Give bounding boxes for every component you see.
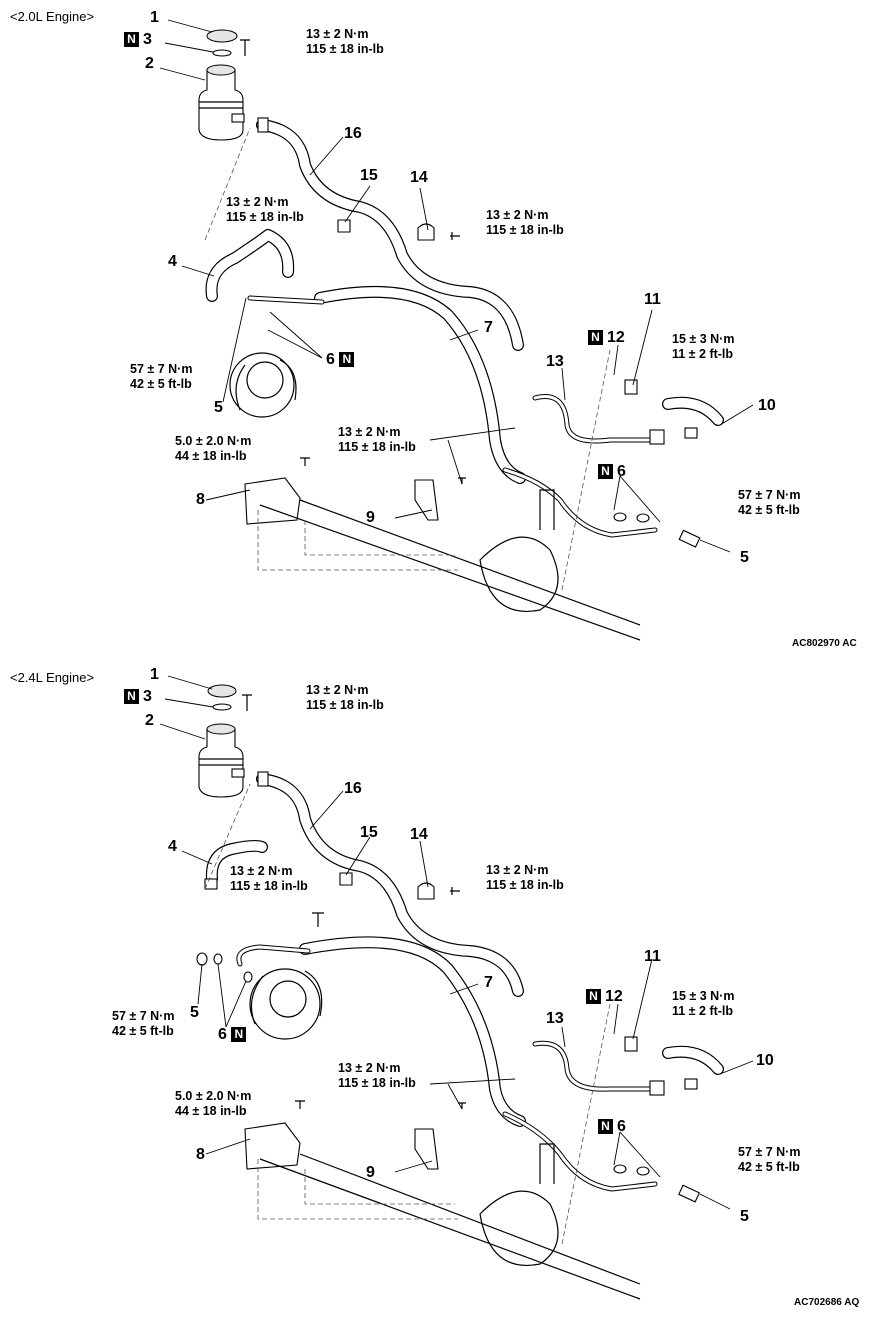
bracket-9: [414, 1128, 439, 1170]
o-ring: [212, 49, 232, 57]
hose-clamp: [257, 771, 269, 787]
part-number-2: 2: [145, 55, 154, 72]
non-reusable-badge: N: [586, 989, 601, 1004]
steering-gear: [259, 489, 641, 641]
part-number-4: 4: [168, 253, 177, 270]
part-number-11: 11: [644, 291, 661, 308]
part-number-2: 2: [145, 712, 154, 729]
union-bolt: [678, 529, 701, 548]
part-number-5-gear: 5: [740, 549, 749, 566]
part-number-15: 15: [360, 167, 378, 184]
figure-code: AC702686 AQ: [794, 1297, 860, 1308]
pressure-hose: [299, 936, 526, 1127]
heat-protector: [244, 477, 301, 525]
return-pipe: [532, 394, 653, 444]
part-number-6: 6 N: [326, 352, 358, 368]
part-number-16: 16: [344, 125, 362, 142]
hose-clamp: [257, 117, 269, 133]
part-number-8: 8: [196, 1146, 205, 1163]
part-number-1: 1: [150, 9, 159, 26]
part-number-11: 11: [644, 948, 661, 965]
eye-bolt: [624, 1036, 638, 1052]
part-number-13: 13: [546, 1010, 564, 1027]
clamp-15: [339, 872, 353, 886]
part-number-14: 14: [410, 826, 428, 843]
figure-code: AC802970 AC: [792, 638, 857, 649]
part-number-10: 10: [758, 397, 776, 414]
oil-pump: [229, 352, 297, 418]
o-ring: [212, 703, 232, 711]
clamp-14: [417, 223, 435, 241]
part-number-15: 15: [360, 824, 378, 841]
clamp-14: [417, 882, 435, 900]
non-reusable-badge: N: [588, 330, 603, 345]
reservoir-cap: [206, 29, 238, 43]
non-reusable-badge: N: [339, 352, 355, 367]
heat-protector: [244, 1122, 301, 1170]
engine-variant-title: <2.0L Engine>: [10, 9, 95, 24]
part-number-9: 9: [366, 1164, 375, 1181]
part-number-1: 1: [150, 666, 159, 683]
part-number-7: 7: [484, 974, 493, 991]
part-number-5: 5: [214, 399, 223, 416]
part-number-6: 6 N: [218, 1027, 250, 1043]
non-reusable-badge: N: [124, 32, 139, 47]
steering-gear: [259, 1143, 641, 1300]
eye-bolt: [624, 379, 638, 395]
part-number-8: 8: [196, 491, 205, 508]
part-number-16: 16: [344, 780, 362, 797]
oil-reservoir: [198, 723, 245, 798]
part-number-4: 4: [168, 838, 177, 855]
non-reusable-badge: N: [598, 1119, 613, 1134]
non-reusable-badge: N: [231, 1027, 247, 1042]
engine-variant-title: <2.4L Engine>: [10, 670, 95, 685]
oil-pump: [249, 968, 323, 1040]
union-bolt: [678, 1184, 701, 1203]
oil-reservoir: [198, 64, 245, 141]
part-number-13: 13: [546, 353, 564, 370]
part-number-9: 9: [366, 509, 375, 526]
part-number-5: 5: [190, 1004, 199, 1021]
part-number-14: 14: [410, 169, 428, 186]
non-reusable-badge: N: [124, 689, 139, 704]
bracket-9: [414, 479, 439, 521]
clamp-15: [337, 219, 351, 233]
bolt: [240, 39, 250, 56]
non-reusable-badge: N: [598, 464, 613, 479]
reservoir-cap: [207, 684, 237, 698]
part-number-7: 7: [484, 319, 493, 336]
power-steering-line-drawing: [159, 19, 754, 641]
power-steering-line-drawing: [159, 675, 754, 1300]
bolt: [242, 694, 252, 711]
part-number-10: 10: [756, 1052, 774, 1069]
part-number-5-gear: 5: [740, 1208, 749, 1225]
